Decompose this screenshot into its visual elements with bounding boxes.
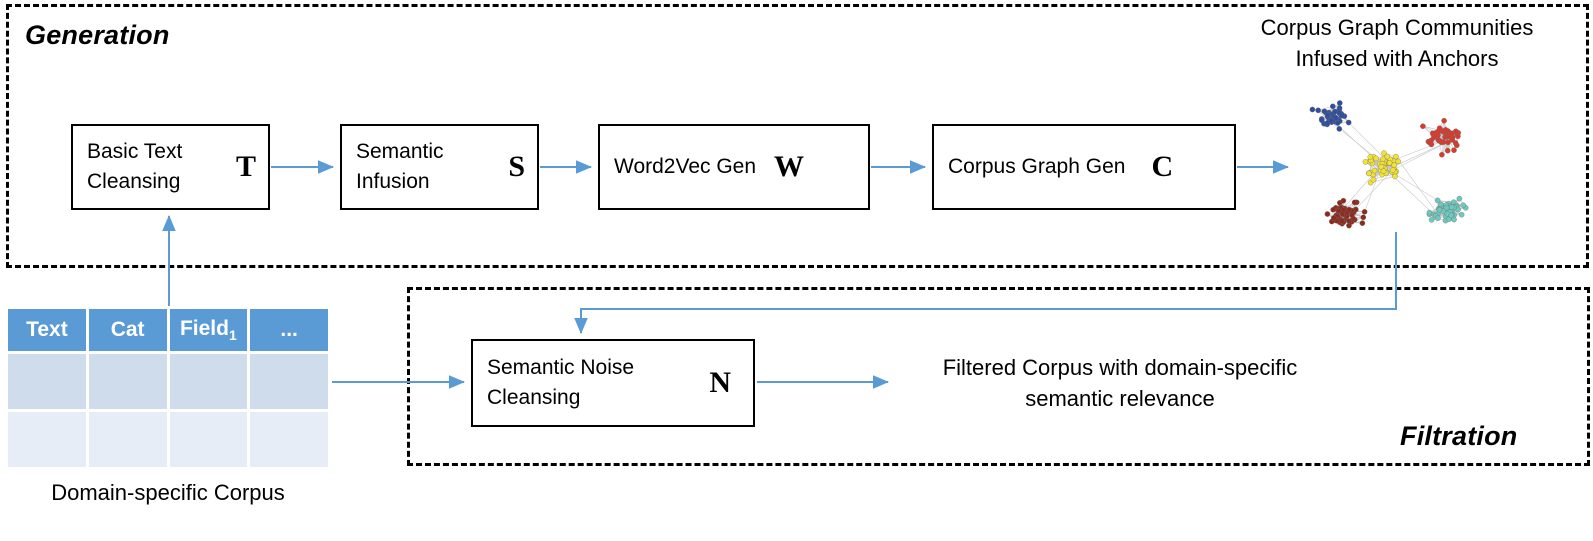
process-label-word2vec-gen: Word2Vec Gen xyxy=(614,154,757,178)
process-symbol-corpus-graph-gen: C xyxy=(1151,150,1174,183)
process-symbol-semantic-noise-cleansing: N xyxy=(709,366,731,399)
filtration-section-title: Filtration xyxy=(1400,421,1518,451)
process-symbol-basic-text-cleansing: T xyxy=(235,150,256,183)
process-box-semantic-infusion[interactable]: Semantic Infusion S xyxy=(340,124,539,210)
table-header-ellipsis: ... xyxy=(250,309,328,351)
table-cell xyxy=(8,354,86,409)
generation-section-title: Generation xyxy=(25,20,170,50)
table-row xyxy=(8,354,328,409)
process-label-semantic-noise-cleansing: Semantic Noise Cleansing xyxy=(487,355,635,409)
process-symbol-semantic-infusion: S xyxy=(508,150,525,183)
table-cell xyxy=(250,412,328,467)
process-box-corpus-graph-gen[interactable]: Corpus Graph Gen C xyxy=(932,124,1236,210)
table-cell xyxy=(88,412,167,467)
process-box-semantic-noise-cleansing[interactable]: Semantic Noise Cleansing N xyxy=(471,339,755,427)
process-label-corpus-graph-gen: Corpus Graph Gen xyxy=(948,154,1126,178)
filtered-output-description: Filtered Corpus with domain-specific sem… xyxy=(942,355,1298,412)
domain-specific-corpus-caption: Domain-specific Corpus xyxy=(51,480,285,505)
table-header-text: Text xyxy=(8,309,86,351)
corpus-graph-communities-image xyxy=(1309,100,1469,229)
table-header-field1-subscript: 1 xyxy=(228,327,237,344)
table-header-field1-label: Field xyxy=(179,316,229,340)
table-header-cat-label: Cat xyxy=(110,318,145,341)
domain-specific-corpus-table: Text Cat Field1 ... xyxy=(5,306,331,470)
table-header-ellipsis-label: ... xyxy=(280,318,298,341)
table-row xyxy=(8,412,328,467)
table-cell xyxy=(88,354,167,409)
table-cell xyxy=(169,354,248,409)
table-cell xyxy=(8,412,86,467)
process-box-basic-text-cleansing[interactable]: Basic Text Cleansing T xyxy=(71,124,270,210)
table-header-text-label: Text xyxy=(26,318,68,341)
table-header-row: Text Cat Field1 ... xyxy=(8,309,328,351)
table-cell xyxy=(250,354,328,409)
process-label-semantic-infusion: Semantic Infusion xyxy=(356,139,444,193)
table-header-cat: Cat xyxy=(88,309,167,351)
process-symbol-word2vec-gen: W xyxy=(774,150,805,183)
table-cell xyxy=(169,412,248,467)
table-header-field1: Field1 xyxy=(169,309,248,351)
process-box-word2vec-gen[interactable]: Word2Vec Gen W xyxy=(598,124,870,210)
network-graph-caption: Corpus Graph Communities Infused with An… xyxy=(1260,15,1534,72)
process-label-basic-text-cleansing: Basic Text Cleansing xyxy=(87,139,183,193)
